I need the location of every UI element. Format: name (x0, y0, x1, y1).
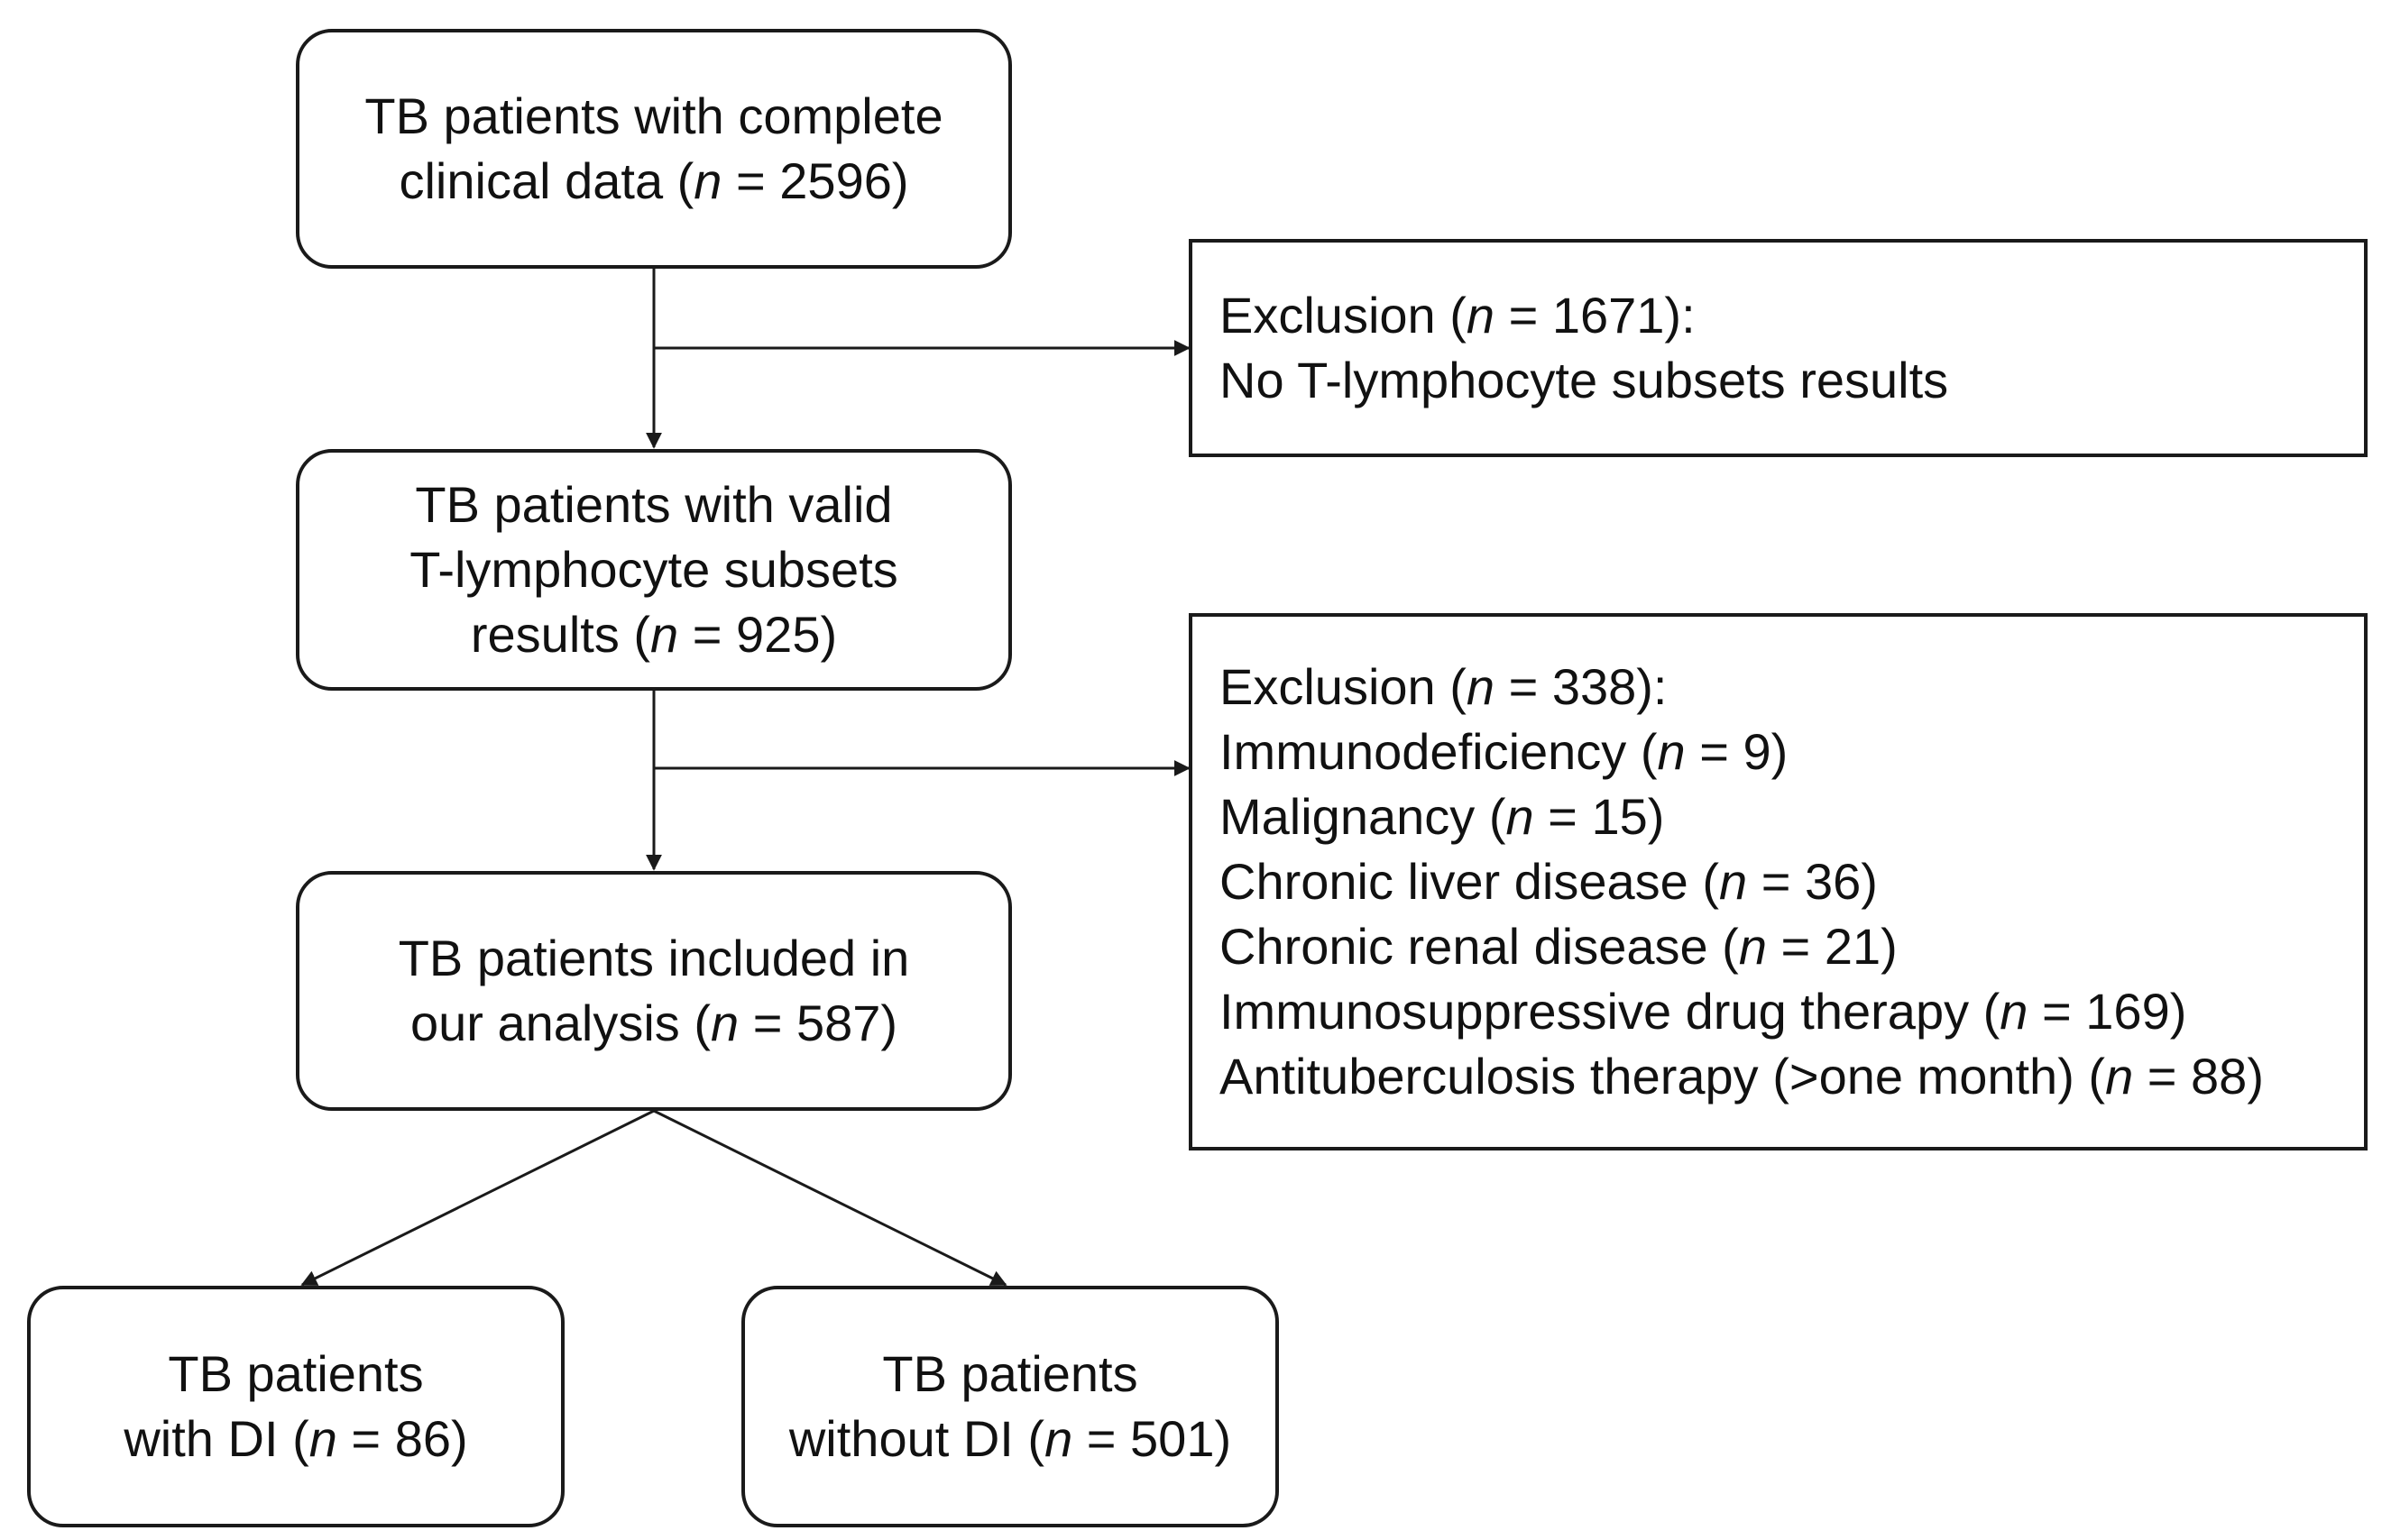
box-with-di: TB patients with DI (n = 86) (27, 1286, 565, 1527)
box-text-line: T-lymphocyte subsets (409, 541, 898, 598)
box-without-di: TB patients without DI (n = 501) (741, 1286, 1279, 1527)
box-included-in-analysis: TB patients included in our analysis (n … (296, 871, 1012, 1111)
exclusion-heading: Exclusion (n = 338): (1219, 658, 1668, 715)
box-text-line: TB patients (882, 1345, 1138, 1402)
box-text-line: TB patients with complete (364, 87, 943, 144)
exclusion-item-chronic-renal-disease: Chronic renal disease (n = 21) (1219, 918, 1898, 975)
exclusion-item-immunodeficiency: Immunodeficiency (n = 9) (1219, 723, 1789, 780)
box-text-line: TB patients included in (398, 930, 910, 986)
box-text-line: our analysis (n = 587) (409, 995, 898, 1051)
exclusion-box-1: Exclusion (n = 1671): No T-lymphocyte su… (1189, 239, 2368, 457)
box-text-line: results (n = 925) (470, 606, 838, 663)
exclusion-heading: Exclusion (n = 1671): (1219, 287, 1696, 344)
box-text-line: with DI (n = 86) (124, 1410, 468, 1467)
exclusion-item-immunosuppressive-therapy: Immunosuppressive drug therapy (n = 169) (1219, 983, 2187, 1040)
box-text-line: clinical data (n = 2596) (399, 152, 909, 209)
arrow-included-to-without-di (653, 1109, 1007, 1287)
exclusion-reason: No T-lymphocyte subsets results (1219, 352, 1949, 408)
exclusion-item-chronic-liver-disease: Chronic liver disease (n = 36) (1219, 853, 1878, 910)
box-text-line: TB patients with valid (415, 476, 893, 533)
box-valid-t-lymphocyte-results: TB patients with valid T-lymphocyte subs… (296, 449, 1012, 691)
box-complete-clinical-data: TB patients with complete clinical data … (296, 29, 1012, 269)
exclusion-box-2: Exclusion (n = 338): Immunodeficiency (n… (1189, 613, 2368, 1150)
exclusion-item-malignancy: Malignancy (n = 15) (1219, 788, 1665, 845)
exclusion-item-antituberculosis-therapy: Antituberculosis therapy (>one month) (n… (1219, 1048, 2264, 1105)
arrow-included-to-with-di (300, 1109, 655, 1287)
box-text-line: TB patients (168, 1345, 424, 1402)
box-text-line: without DI (n = 501) (788, 1410, 1232, 1467)
